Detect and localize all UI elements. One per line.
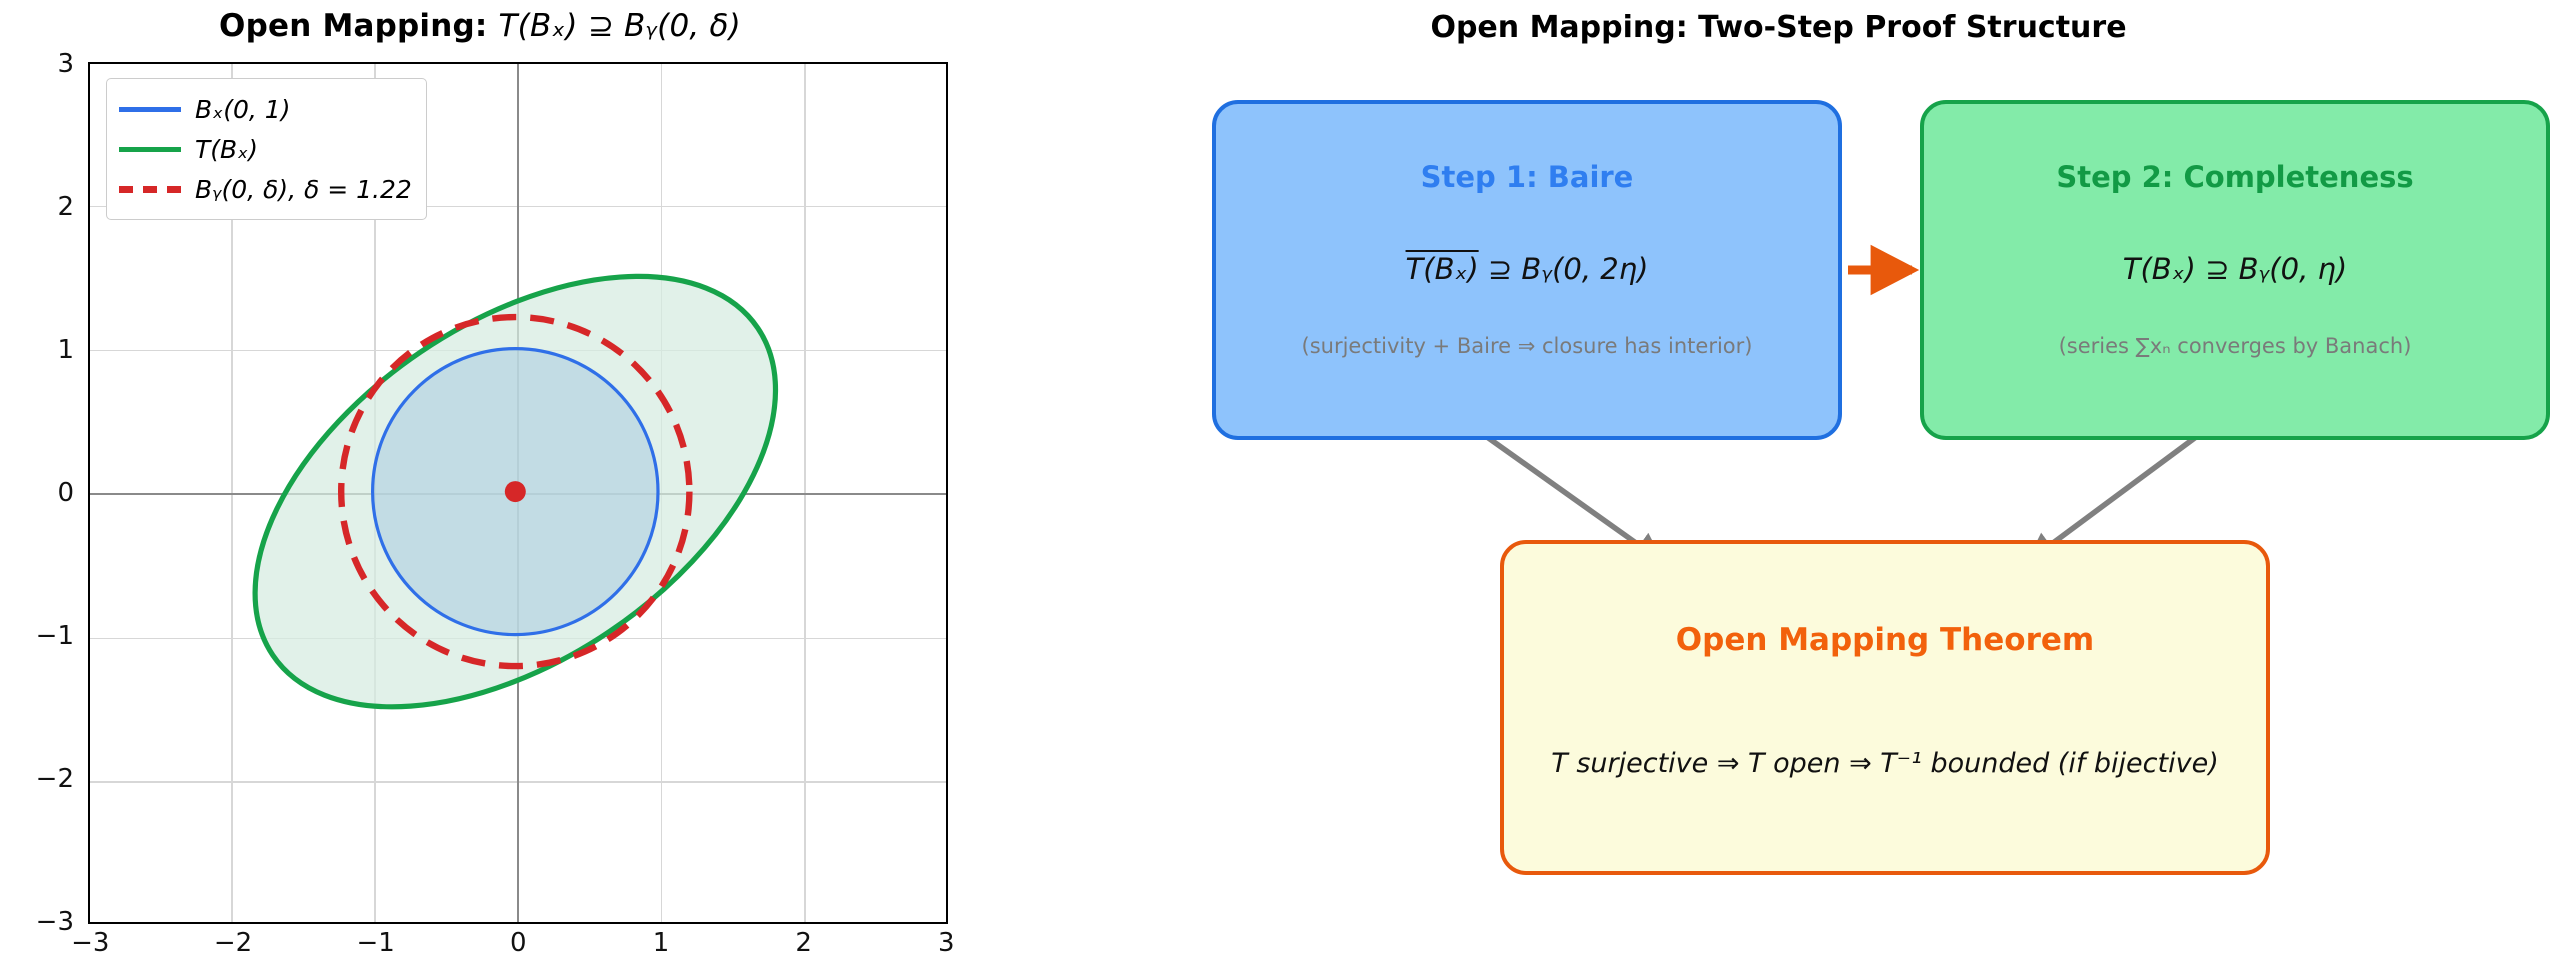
unit-ball-outline — [370, 347, 660, 637]
open-mapping-plot-panel: Open Mapping: T(Bₓ) ⊇ Bᵧ(0, δ) — [0, 0, 1000, 980]
xtick-2: 2 — [795, 928, 812, 958]
xtick-0: 0 — [510, 928, 527, 958]
legend-line-icon-image-ball — [119, 146, 181, 152]
node-open-mapping-theorem[interactable]: Open Mapping Theorem T surjective ⇒ T op… — [1500, 540, 2270, 875]
plot-title: Open Mapping: T(Bₓ) ⊇ Bᵧ(0, δ) — [0, 8, 960, 44]
ytick-1: 1 — [57, 335, 74, 366]
ytick-0: 0 — [57, 478, 74, 509]
ytick-2: 2 — [57, 192, 74, 223]
legend-item-delta-ball: Bᵧ(0, δ), δ = 1.22 — [119, 169, 412, 209]
flow-title: Open Mapping: Two-Step Proof Structure — [1430, 10, 2127, 45]
legend-line-icon-delta-ball — [119, 185, 181, 193]
xtick--1: −1 — [356, 928, 395, 958]
node-step2-note: (series ∑xₙ converges by Banach) — [2058, 334, 2412, 358]
legend-item-unit-ball: Bₓ(0, 1) — [119, 89, 412, 129]
ytick--1: −1 — [35, 621, 74, 652]
plot-title-prefix: Open Mapping: — [219, 8, 499, 44]
origin-point — [504, 481, 526, 503]
plot-axes: Bₓ(0, 1) T(Bₓ) Bᵧ(0, δ), δ = 1.22 — [88, 62, 948, 924]
node-step1-formula-closure: T(Bₓ) — [1405, 252, 1479, 286]
node-step1-formula-rest: ⊇ Bᵧ(0, 2η) — [1478, 252, 1649, 286]
proof-structure-panel: Open Mapping: Two-Step Proof Structure S… — [1000, 0, 2557, 980]
delta-ball-outline — [337, 313, 693, 670]
node-theorem-formula: T surjective ⇒ T open ⇒ T⁻¹ bounded (if … — [1551, 748, 2219, 779]
xtick-1: 1 — [652, 928, 670, 958]
legend-label-image-ball: T(Bₓ) — [195, 134, 259, 164]
plot-legend: Bₓ(0, 1) T(Bₓ) Bᵧ(0, δ), δ = 1.22 — [106, 78, 427, 220]
node-step2-formula: T(Bₓ) ⊇ Bᵧ(0, η) — [2122, 252, 2348, 286]
ytick--2: −2 — [35, 764, 74, 795]
legend-item-image-ball: T(Bₓ) — [119, 129, 412, 169]
plot-data-layer — [252, 273, 779, 710]
xtick-3: 3 — [938, 928, 955, 958]
node-step2-completeness[interactable]: Step 2: Completeness T(Bₓ) ⊇ Bᵧ(0, η) (s… — [1920, 100, 2550, 440]
image-ellipse-outline — [252, 273, 779, 710]
plot-title-math: T(Bₓ) ⊇ Bᵧ(0, δ) — [498, 8, 741, 44]
node-theorem-title: Open Mapping Theorem — [1675, 622, 2095, 658]
xtick--3: −3 — [71, 928, 110, 958]
node-step1-formula: T(Bₓ) ⊇ Bᵧ(0, 2η) — [1406, 252, 1649, 286]
legend-label-delta-ball: Bᵧ(0, δ), δ = 1.22 — [195, 174, 412, 204]
node-step2-title: Step 2: Completeness — [2056, 160, 2414, 194]
node-step1-note: (surjectivity + Baire ⇒ closure has inte… — [1301, 334, 1753, 358]
ytick--3: −3 — [35, 907, 74, 938]
node-step1-baire[interactable]: Step 1: Baire T(Bₓ) ⊇ Bᵧ(0, 2η) (surject… — [1212, 100, 1842, 440]
node-step1-title: Step 1: Baire — [1420, 160, 1634, 194]
ytick-3: 3 — [57, 49, 74, 80]
legend-label-unit-ball: Bₓ(0, 1) — [195, 94, 291, 124]
xtick--2: −2 — [213, 928, 253, 958]
legend-line-icon-unit-ball — [119, 106, 181, 112]
